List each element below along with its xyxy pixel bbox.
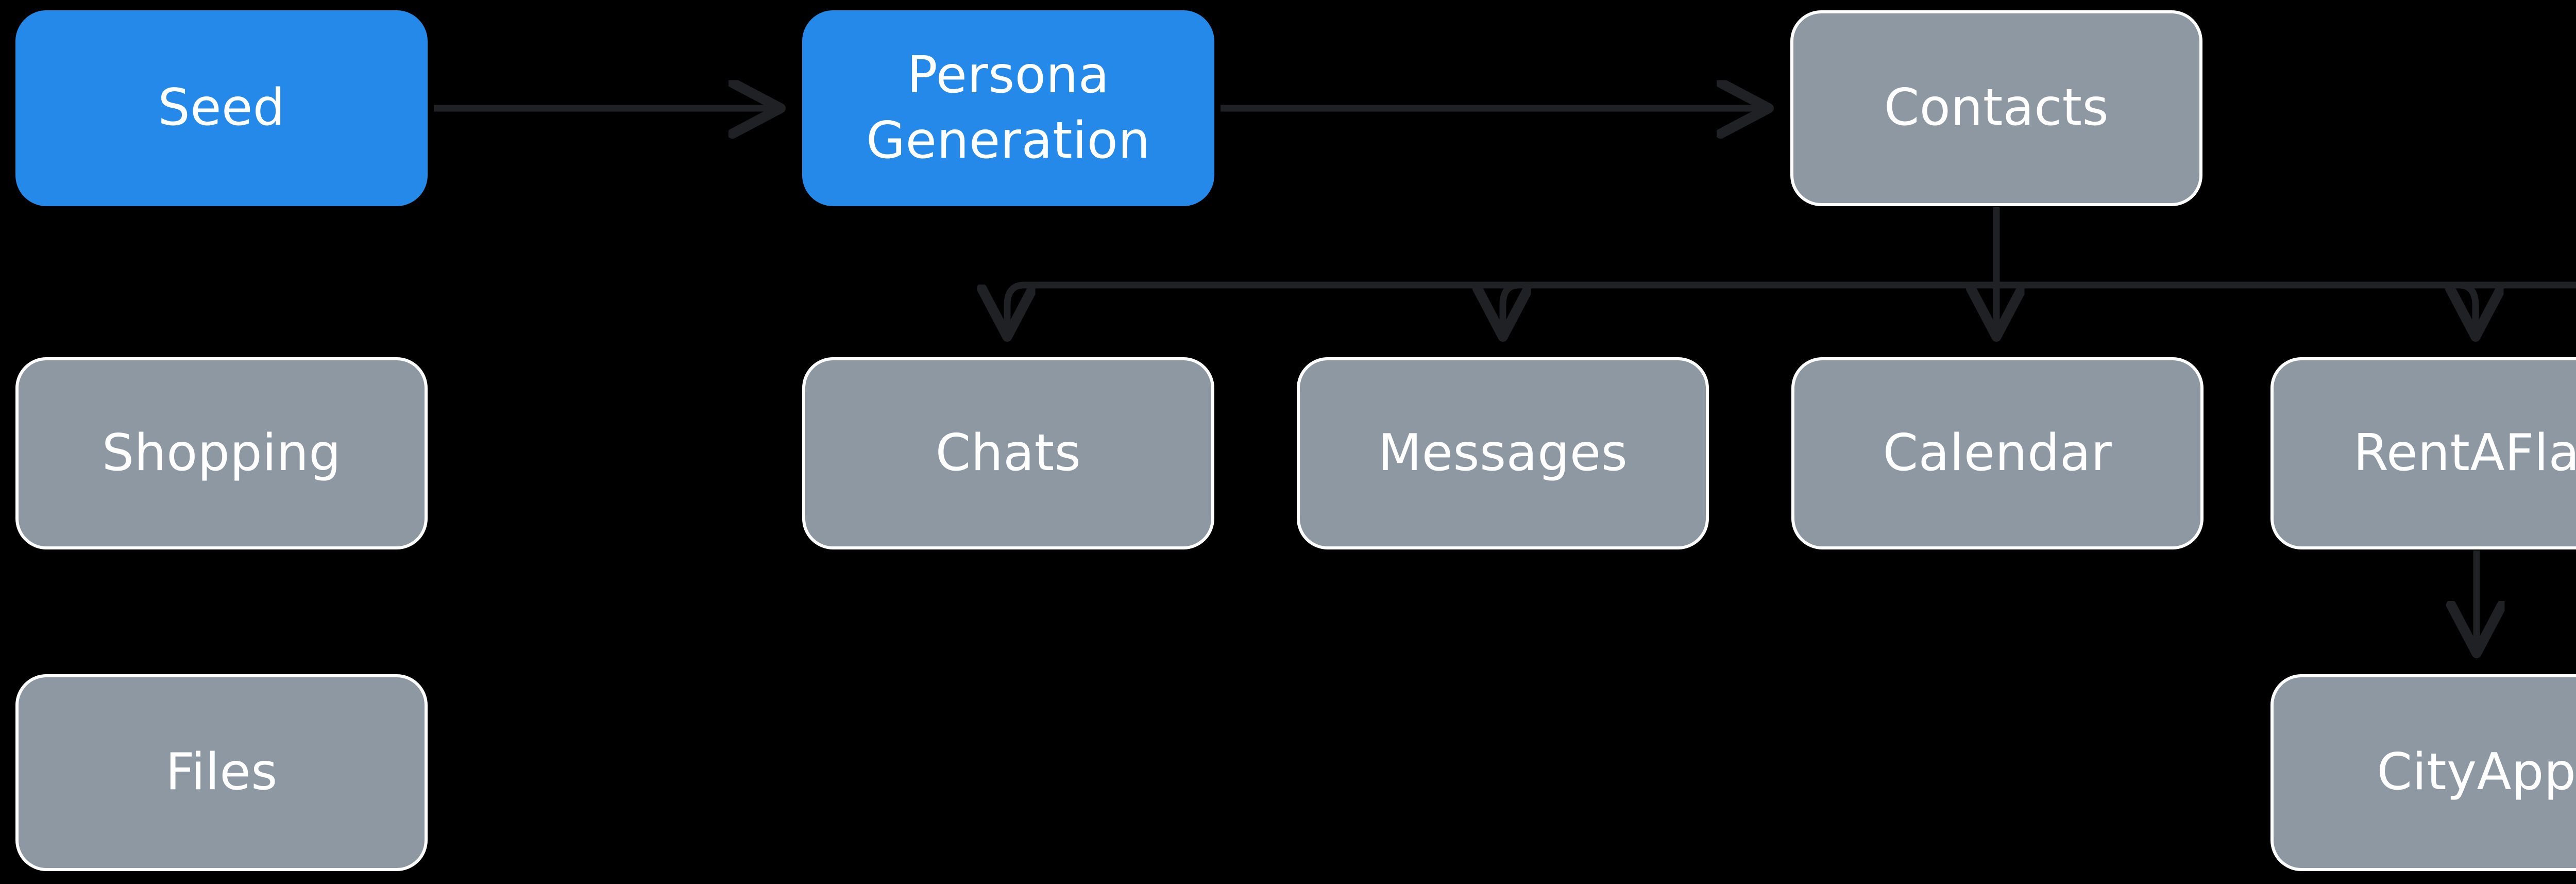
node-label-calendar: Calendar bbox=[1883, 423, 2112, 482]
node-messages[interactable]: Messages bbox=[1297, 357, 1709, 549]
node-rentaflat[interactable]: RentAFlat bbox=[2270, 357, 2576, 549]
node-label-seed: Seed bbox=[158, 78, 285, 138]
edge-contacts-to-messages bbox=[1503, 281, 1519, 334]
node-label-persona: Persona Generation bbox=[866, 45, 1150, 170]
node-chats[interactable]: Chats bbox=[802, 357, 1214, 549]
edge-contacts-stem bbox=[1024, 207, 2576, 289]
node-label-rentaflat: RentAFlat bbox=[2353, 423, 2576, 482]
node-cityapp[interactable]: CityApp bbox=[2270, 674, 2576, 871]
edge-contacts-to-rentaflat bbox=[2459, 281, 2476, 334]
node-label-cityapp: CityApp bbox=[2377, 743, 2576, 802]
node-seed[interactable]: Seed bbox=[15, 10, 428, 206]
node-persona[interactable]: Persona Generation bbox=[802, 10, 1214, 206]
node-shopping[interactable]: Shopping bbox=[15, 357, 428, 549]
node-label-chats: Chats bbox=[935, 423, 1081, 482]
node-label-shopping: Shopping bbox=[101, 423, 342, 482]
node-label-contacts: Contacts bbox=[1884, 78, 2109, 138]
node-calendar[interactable]: Calendar bbox=[1791, 357, 2204, 549]
node-label-messages: Messages bbox=[1378, 423, 1628, 482]
node-files[interactable]: Files bbox=[15, 674, 428, 871]
node-label-files: Files bbox=[165, 743, 278, 802]
node-contacts[interactable]: Contacts bbox=[1790, 10, 2202, 206]
edge-contacts-to-chats bbox=[1007, 281, 1024, 334]
